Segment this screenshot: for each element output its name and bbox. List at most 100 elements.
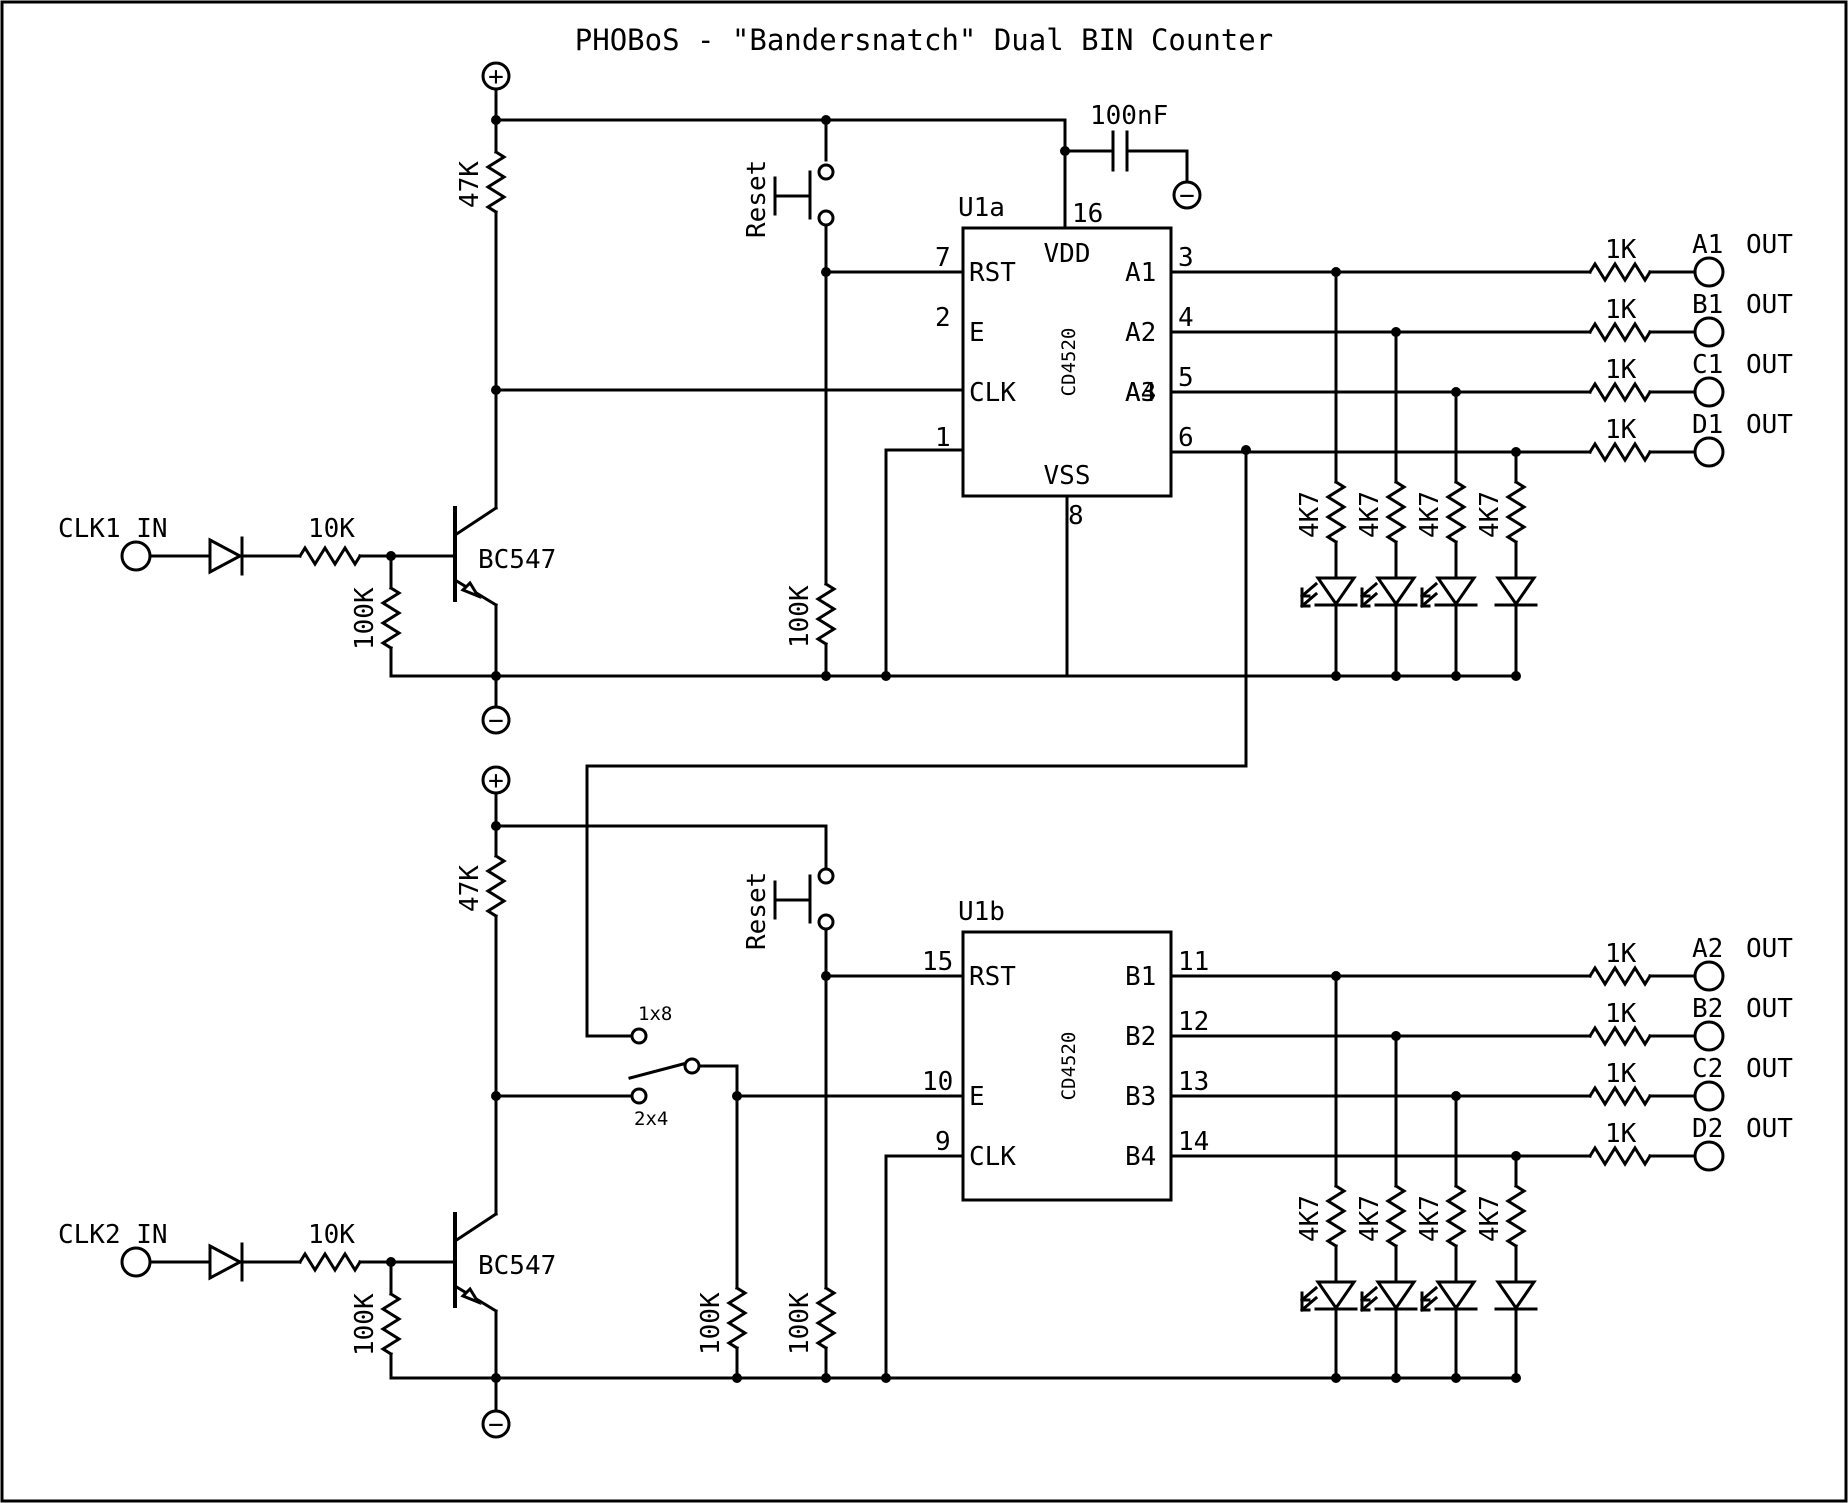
svg-text:10K: 10K — [308, 514, 355, 544]
output-jack-label: D2 — [1692, 1114, 1723, 1144]
svg-text:CLK: CLK — [969, 1142, 1016, 1172]
led-indicator — [1435, 576, 1477, 607]
reset-switch-top[interactable]: Reset — [742, 118, 835, 274]
led-resistor-label: 4K7 — [1415, 1195, 1445, 1242]
output-jack[interactable] — [1693, 960, 1725, 992]
svg-text:+: + — [488, 766, 504, 796]
svg-text:A1: A1 — [1125, 258, 1156, 288]
svg-text:100K: 100K — [785, 1292, 815, 1355]
svg-text:4: 4 — [1178, 303, 1194, 333]
svg-text:B4: B4 — [1125, 1142, 1156, 1172]
svg-text:47K: 47K — [455, 161, 485, 208]
output-jack[interactable] — [1693, 436, 1725, 468]
output-jack-suffix: OUT — [1746, 290, 1793, 320]
output-resistor-label: 1K — [1605, 999, 1637, 1029]
output-jack-label: A2 — [1692, 934, 1723, 964]
output-resistor-1k — [1587, 321, 1653, 343]
led-indicator — [1375, 576, 1417, 607]
svg-text:3: 3 — [1178, 243, 1194, 273]
output-resistor-1k — [1587, 261, 1653, 283]
svg-text:CD4520: CD4520 — [1058, 1032, 1080, 1101]
output-resistor-label: 1K — [1605, 1059, 1637, 1089]
section-u1a: + − 100nF 47K — [58, 61, 1518, 736]
clk2-input: CLK2 IN 10K 100K — [58, 1220, 457, 1380]
supply-minus-bottom: − — [481, 1376, 511, 1440]
transistor-bc547-top: BC547 — [452, 388, 556, 678]
svg-text:9: 9 — [935, 1127, 951, 1157]
output-jack-suffix: OUT — [1746, 1114, 1793, 1144]
led-light-arrows — [1359, 1285, 1379, 1313]
mode-switch-1x8-2x4[interactable]: 2x4 — [491, 1057, 739, 1130]
svg-text:11: 11 — [1178, 947, 1209, 977]
supply-minus-top: − — [481, 674, 511, 736]
output-jack[interactable] — [1693, 256, 1725, 288]
decoupling-capacitor: − 100nF — [1060, 101, 1202, 211]
led-indicator — [1315, 576, 1357, 607]
junction-dot — [1331, 671, 1341, 681]
section-u1b: 1x8 + 47K 2x4 100K — [58, 445, 1518, 1440]
clk1-input: CLK1 IN 10K 100K — [58, 514, 457, 678]
output-resistor-1k — [1587, 1025, 1653, 1047]
svg-text:2x4: 2x4 — [634, 1108, 668, 1130]
led-indicator — [1435, 1280, 1477, 1311]
output-jack-suffix: OUT — [1746, 1054, 1793, 1084]
schematic-title: PHOBoS - "Bandersnatch" Dual BIN Counter — [575, 23, 1273, 57]
led-resistor-4k7 — [1325, 1183, 1347, 1249]
led-resistor-4k7 — [1325, 479, 1347, 545]
svg-text:U1b: U1b — [958, 897, 1005, 927]
svg-text:B1: B1 — [1125, 962, 1156, 992]
output-jack-label: C1 — [1692, 350, 1723, 380]
output-jack[interactable] — [1693, 316, 1725, 348]
svg-text:−: − — [488, 1410, 504, 1440]
output-resistor-label: 1K — [1605, 235, 1637, 265]
svg-text:BC547: BC547 — [478, 1251, 556, 1281]
led-indicator — [1375, 1280, 1417, 1311]
output-jack[interactable] — [1693, 1080, 1725, 1112]
svg-text:VSS: VSS — [1044, 461, 1091, 491]
output-jack[interactable] — [1693, 1020, 1725, 1052]
supply-plus-top: + — [481, 61, 511, 122]
output-resistor-label: 1K — [1605, 415, 1637, 445]
svg-text:B2: B2 — [1125, 1022, 1156, 1052]
reset-switch-bottom[interactable]: Reset — [742, 867, 835, 978]
output-resistor-label: 1K — [1605, 355, 1637, 385]
output-resistor-1k — [1587, 965, 1653, 987]
svg-text:100nF: 100nF — [1090, 101, 1168, 131]
svg-text:CLK: CLK — [969, 378, 1016, 408]
pullup-resistor-47k-top: 47K — [455, 118, 507, 392]
svg-text:100K: 100K — [785, 585, 815, 648]
led-resistor-label: 4K7 — [1295, 1195, 1325, 1242]
svg-text:5: 5 — [1178, 363, 1194, 393]
junction-dot — [1511, 671, 1521, 681]
svg-text:10: 10 — [922, 1067, 953, 1097]
output-resistor-1k — [1587, 1145, 1653, 1167]
led-resistor-4k7 — [1445, 479, 1467, 545]
led-resistor-label: 4K7 — [1355, 1195, 1385, 1242]
svg-text:100K: 100K — [350, 1293, 380, 1356]
output-jack-label: C2 — [1692, 1054, 1723, 1084]
led-light-arrows — [1419, 1285, 1439, 1313]
svg-text:2: 2 — [935, 303, 951, 333]
led-light-arrows — [1419, 581, 1439, 609]
output-resistor-1k — [1587, 1085, 1653, 1107]
svg-text:CD4520: CD4520 — [1058, 328, 1080, 397]
led-indicator — [1495, 576, 1537, 607]
clk1-jack[interactable] — [120, 540, 152, 572]
output-resistor-label: 1K — [1605, 295, 1637, 325]
svg-text:A3: A3 — [1125, 378, 1156, 408]
svg-text:16: 16 — [1072, 199, 1103, 229]
svg-text:CLK1 IN: CLK1 IN — [58, 514, 168, 544]
svg-text:Reset: Reset — [742, 872, 772, 950]
svg-text:1: 1 — [935, 423, 951, 453]
svg-text:10K: 10K — [308, 1220, 355, 1250]
output-jack[interactable] — [1693, 1140, 1725, 1172]
clk2-jack[interactable] — [120, 1246, 152, 1278]
output-jack[interactable] — [1693, 376, 1725, 408]
led-light-arrows — [1359, 581, 1379, 609]
